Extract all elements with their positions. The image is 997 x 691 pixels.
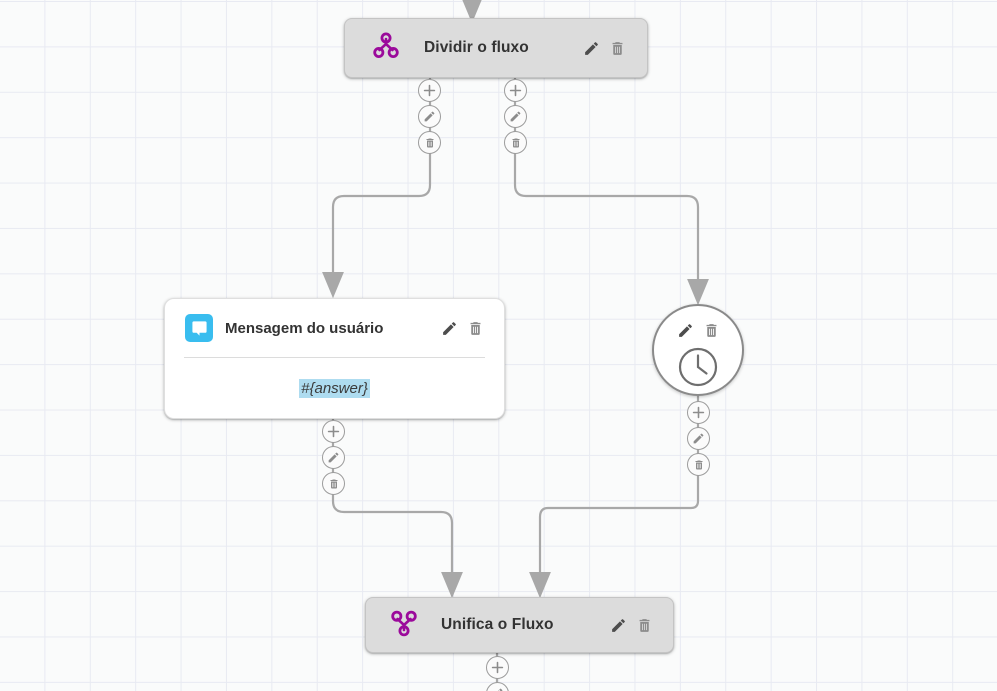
node-title: Mensagem do usuário: [225, 319, 384, 337]
add-step-button[interactable]: [486, 656, 509, 679]
node-body[interactable]: Unifica o Fluxo: [365, 597, 674, 653]
add-step-button[interactable]: [687, 401, 710, 424]
node-body[interactable]: Dividir o fluxo: [344, 18, 648, 78]
edge-controls-split-left[interactable]: [418, 79, 441, 154]
edge-controls-merge-out[interactable]: [486, 656, 509, 691]
node-dividir-o-fluxo[interactable]: Dividir o fluxo: [344, 18, 648, 78]
add-step-button[interactable]: [418, 79, 441, 102]
delete-edge-button[interactable]: [687, 453, 710, 476]
edge-message-to-merge: [331, 417, 463, 599]
trash-icon[interactable]: [467, 320, 484, 337]
pencil-icon[interactable]: [441, 320, 458, 337]
message-variable-token[interactable]: #{answer}: [299, 378, 370, 398]
delete-edge-button[interactable]: [504, 131, 527, 154]
node-title: Unifica o Fluxo: [441, 616, 554, 633]
edge-split-to-message: [322, 76, 432, 299]
edit-edge-button[interactable]: [504, 105, 527, 128]
delete-edge-button[interactable]: [418, 131, 441, 154]
node-actions: [583, 40, 626, 57]
node-delay-clock[interactable]: [652, 304, 744, 396]
message-header: Mensagem do usuário: [165, 299, 504, 357]
edge-split-to-clock: [513, 76, 709, 306]
divider: [184, 357, 485, 358]
node-body[interactable]: [652, 304, 744, 396]
message-body: #{answer}: [165, 358, 504, 418]
trash-icon[interactable]: [636, 617, 653, 634]
pencil-icon[interactable]: [610, 617, 627, 634]
edit-edge-button[interactable]: [418, 105, 441, 128]
trash-icon[interactable]: [703, 322, 720, 339]
edit-edge-button[interactable]: [322, 446, 345, 469]
split-branch-icon: [372, 32, 400, 65]
node-mensagem-do-usuario[interactable]: Mensagem do usuário #{answer}: [164, 298, 505, 419]
node-actions: [610, 617, 653, 634]
edit-edge-button[interactable]: [486, 682, 509, 691]
speech-bubble-icon: [185, 314, 213, 342]
clock-icon: [677, 346, 719, 388]
node-actions: [654, 322, 742, 339]
edit-edge-button[interactable]: [687, 427, 710, 450]
merge-branch-icon: [390, 609, 418, 642]
add-step-button[interactable]: [504, 79, 527, 102]
edge-clock-to-merge: [529, 396, 700, 599]
trash-icon[interactable]: [609, 40, 626, 57]
node-body[interactable]: Mensagem do usuário #{answer}: [164, 298, 505, 419]
node-actions: [441, 320, 484, 337]
pencil-icon[interactable]: [583, 40, 600, 57]
node-title: Dividir o fluxo: [424, 39, 529, 56]
pencil-icon[interactable]: [677, 322, 694, 339]
edge-controls-split-right[interactable]: [504, 79, 527, 154]
node-unifica-o-fluxo[interactable]: Unifica o Fluxo: [365, 597, 674, 653]
delete-edge-button[interactable]: [322, 472, 345, 495]
edge-controls-clock-out[interactable]: [687, 401, 710, 476]
edge-controls-message-out[interactable]: [322, 420, 345, 495]
add-step-button[interactable]: [322, 420, 345, 443]
